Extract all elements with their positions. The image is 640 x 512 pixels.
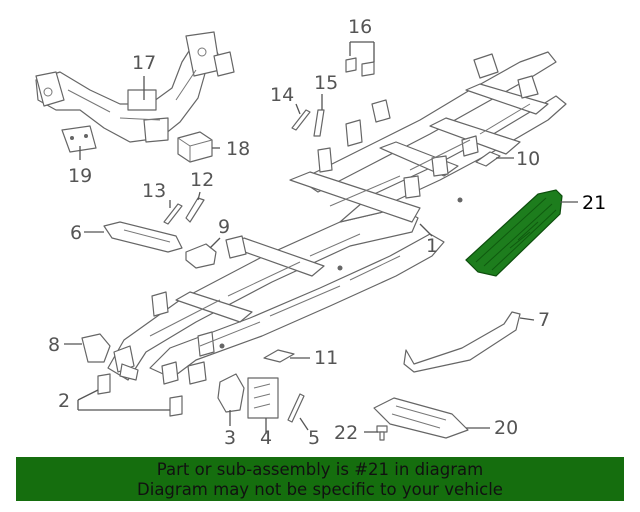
callout-12: 12 [190,169,214,191]
banner-line-1: Part or sub-assembly is #21 in diagram [156,460,484,479]
callout-14: 14 [270,84,294,106]
strap-13[interactable] [163,203,183,225]
callout-3: 3 [224,427,236,449]
callout-11: 11 [314,347,338,369]
callout-4: 4 [260,427,272,449]
callout-13: 13 [142,180,166,202]
callout-1: 1 [426,235,438,257]
callout-16: 16 [348,16,372,38]
clip-16[interactable] [345,57,375,77]
kit-4[interactable] [247,377,279,419]
clip-2a[interactable] [97,373,111,395]
strap-14[interactable] [291,109,311,131]
parts-diagram: 17 19 18 16 14 15 13 12 6 9 10 21 1 7 8 … [35,16,606,449]
callout-6: 6 [70,222,82,244]
bracket-6[interactable] [103,221,183,253]
strap-5[interactable] [287,393,305,423]
callout-17: 17 [132,52,156,74]
bracket-8[interactable] [81,333,111,363]
skid-plate-20[interactable] [373,397,469,439]
bolt-22[interactable] [376,425,388,441]
callout-labels: 17 19 18 16 14 15 13 12 6 9 10 21 1 7 8 … [48,16,606,449]
bracket-11[interactable] [263,349,295,363]
frame-assembly[interactable] [107,51,567,385]
hitch-plate[interactable] [61,125,97,153]
callout-18: 18 [226,138,250,160]
bracket-9[interactable] [185,243,217,269]
clip-2b[interactable] [169,395,183,417]
callout-20: 20 [494,417,518,439]
callout-19: 19 [68,165,92,187]
plate-10[interactable] [475,151,501,167]
bar-7[interactable] [403,311,521,373]
callout-15: 15 [314,72,338,94]
hitch-receiver-assembly[interactable] [35,31,235,143]
banner-line-2: Diagram may not be specific to your vehi… [137,480,503,499]
highlighted-part-21[interactable] [465,189,563,277]
strap-12[interactable] [185,197,205,223]
strap-15[interactable] [313,109,325,137]
receiver-tube[interactable] [177,131,213,163]
callout-9: 9 [218,216,230,238]
leader-lines [64,41,578,434]
callout-10: 10 [516,148,540,170]
callout-21: 21 [582,192,606,214]
callout-5: 5 [308,427,320,449]
callout-7: 7 [538,309,550,331]
callout-2: 2 [58,390,70,412]
callout-8: 8 [48,334,60,356]
bracket-3[interactable] [217,373,245,413]
info-banner: Part or sub-assembly is #21 in diagram D… [16,457,624,501]
callout-22: 22 [334,422,358,444]
